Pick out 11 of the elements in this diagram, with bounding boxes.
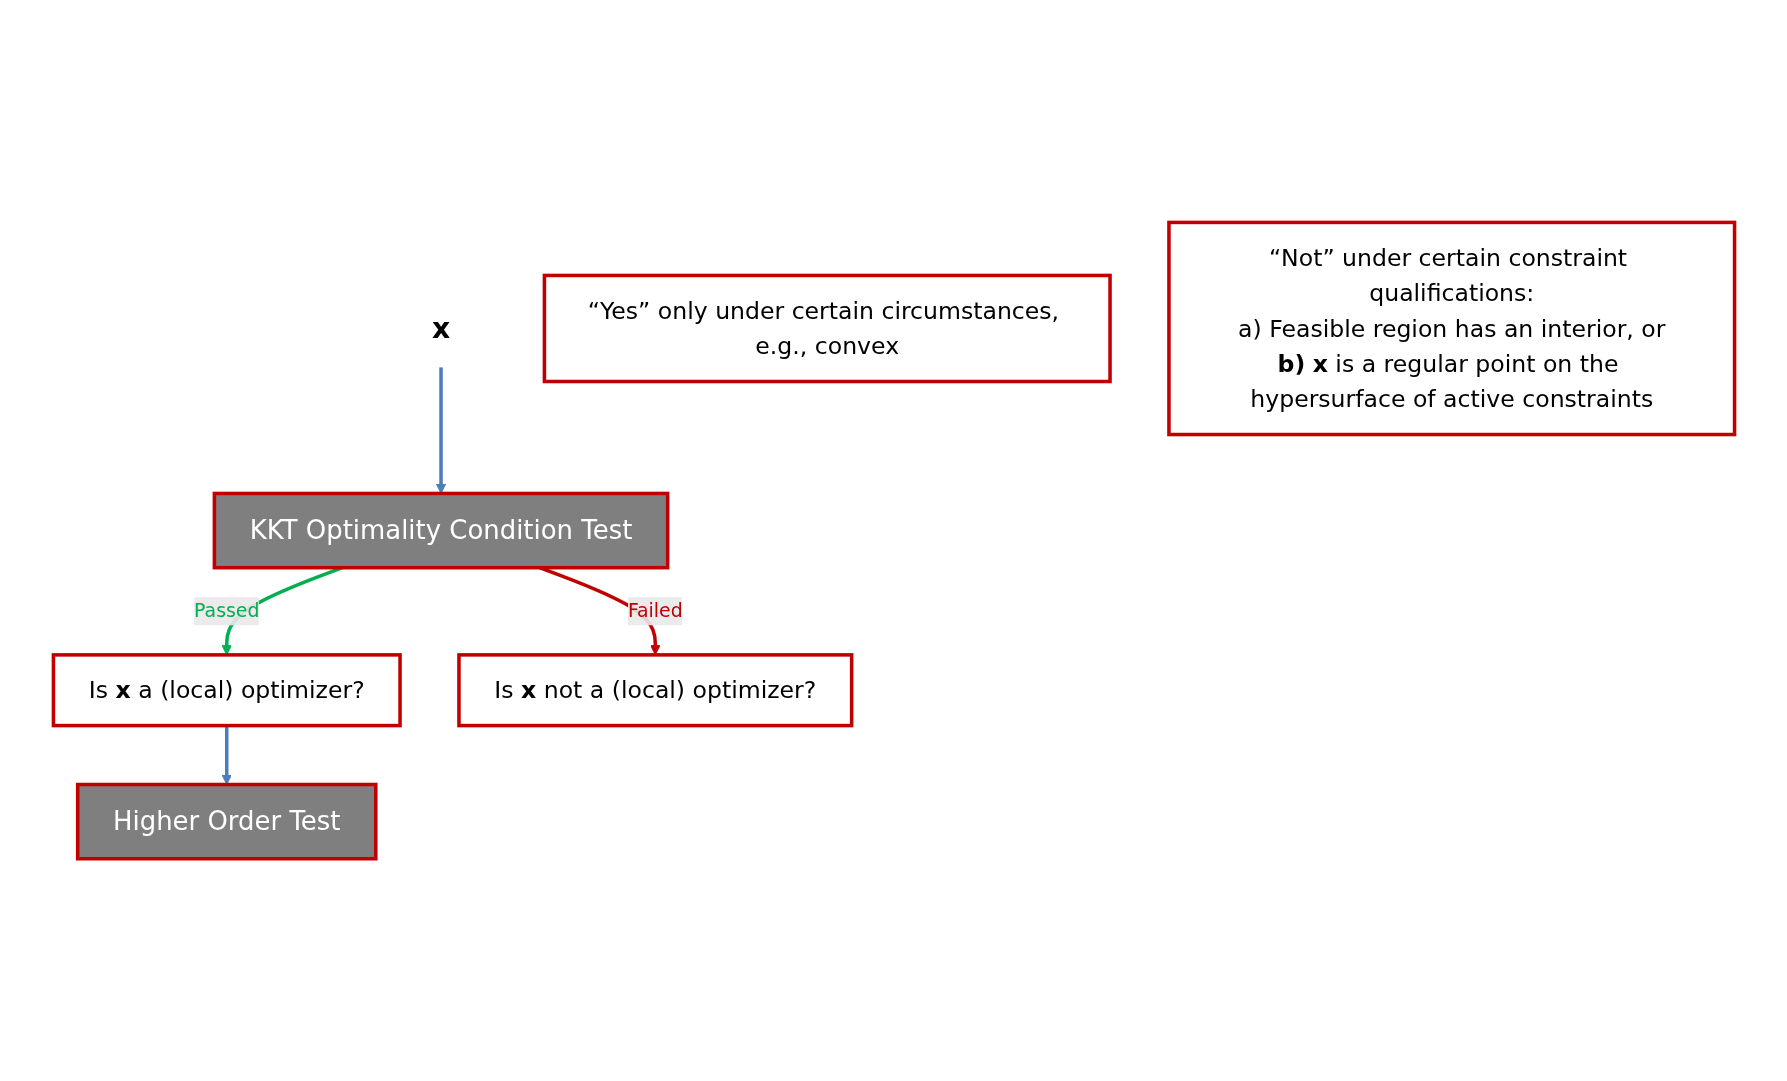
arrow bbox=[221, 725, 232, 785]
node-text: x bbox=[431, 311, 450, 345]
node-box: KKT Optimality Condition Test bbox=[212, 491, 669, 570]
node-box: Is x not a (local) optimizer? bbox=[456, 653, 853, 728]
node-box: “Not” under certain constraint qualifications: a) Feasible region has an interior, or b) x is a regular point on the hypersurface of active constraints bbox=[1166, 220, 1736, 437]
node-box: “Yes” only under certain circumstances, e.g., convex bbox=[542, 273, 1112, 384]
node-box: Is x a (local) optimizer? bbox=[51, 653, 402, 728]
edge-label: Failed bbox=[627, 599, 683, 622]
arrow bbox=[435, 367, 446, 494]
node-box: Higher Order Test bbox=[75, 782, 378, 861]
edge-label: Passed bbox=[193, 599, 259, 622]
